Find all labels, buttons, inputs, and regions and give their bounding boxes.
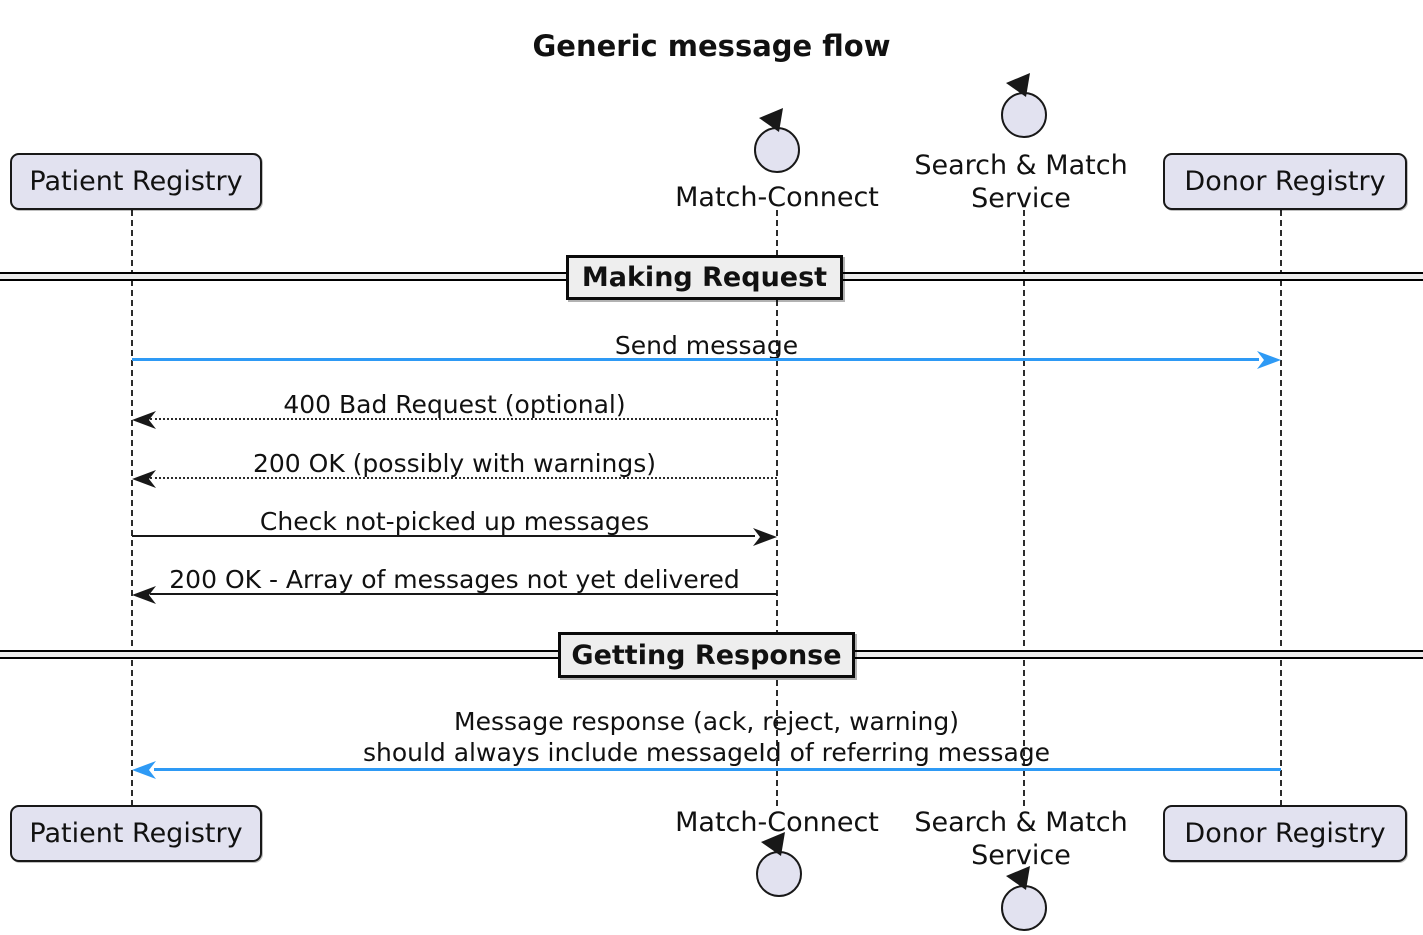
participant-label-match-connect-top: Match-Connect	[675, 182, 879, 213]
control-icon-match-connect-top	[749, 104, 805, 178]
participant-box-donor-registry-top: Donor Registry	[1163, 153, 1407, 210]
msg-200-ok-warnings-label: 200 OK (possibly with warnings)	[252, 449, 657, 478]
divider-label: Making Request	[581, 262, 828, 293]
arrowhead-left-icon	[132, 410, 156, 434]
msg-response-line1: Message response (ack, reject, warning)	[454, 707, 959, 736]
divider-getting-response: Getting Response	[558, 632, 855, 678]
arrowhead-left-icon	[132, 469, 156, 493]
msg-send-message-label: Send message	[614, 331, 799, 360]
participant-label-search-match-line1-top: Search & Match	[914, 150, 1128, 181]
msg-200-ok-array-line	[150, 593, 777, 595]
participant-box-patient-registry-bottom: Patient Registry	[10, 805, 262, 862]
participant-label: Patient Registry	[29, 166, 243, 197]
msg-send-message-line	[132, 358, 1259, 361]
participant-label: Patient Registry	[29, 818, 243, 849]
arrowhead-left-icon	[132, 585, 156, 609]
msg-response-line	[154, 768, 1281, 771]
participant-label-search-match-line2-bottom: Service	[971, 840, 1071, 871]
participant-box-patient-registry-top: Patient Registry	[10, 153, 262, 210]
msg-200-ok-warnings-line	[150, 477, 777, 479]
arrowhead-right-icon	[753, 527, 777, 551]
msg-400-bad-request-label: 400 Bad Request (optional)	[283, 390, 626, 419]
msg-400-bad-request-line	[150, 418, 777, 420]
msg-check-messages-label: Check not-picked up messages	[259, 507, 650, 536]
arrowhead-right-icon	[1257, 350, 1281, 374]
arrowhead-left-icon	[132, 760, 156, 784]
lifeline-search-match-service	[1023, 210, 1025, 806]
control-icon-match-connect-bottom	[751, 828, 807, 902]
lifeline-match-connect	[776, 210, 778, 806]
participant-label-search-match-line2-top: Service	[971, 183, 1071, 214]
control-icon-search-match-bottom	[996, 862, 1052, 935]
participant-label-match-connect-bottom: Match-Connect	[675, 807, 879, 838]
participant-label: Donor Registry	[1184, 166, 1386, 197]
divider-making-request: Making Request	[566, 255, 843, 300]
lifeline-donor-registry	[1280, 210, 1282, 806]
msg-response-line2: should always include messageId of refer…	[362, 738, 1051, 767]
lifeline-patient-registry	[131, 210, 133, 806]
participant-box-donor-registry-bottom: Donor Registry	[1163, 805, 1407, 862]
msg-200-ok-array-label: 200 OK - Array of messages not yet deliv…	[169, 565, 740, 594]
diagram-title: Generic message flow	[532, 29, 891, 63]
divider-label: Getting Response	[571, 639, 842, 671]
msg-check-messages-line	[132, 535, 755, 537]
participant-label: Donor Registry	[1184, 818, 1386, 849]
participant-label-search-match-line1-bottom: Search & Match	[914, 807, 1128, 838]
control-icon-search-match-top	[996, 69, 1052, 143]
